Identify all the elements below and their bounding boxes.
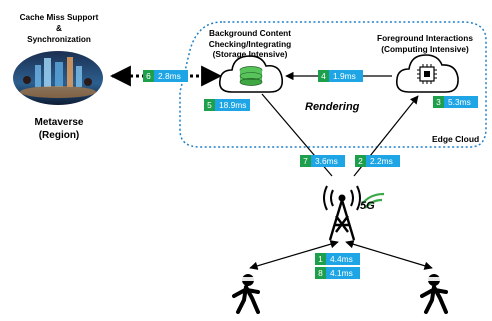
tower-icon [323, 185, 385, 241]
foreground-interactions-label: Foreground Interactions (Computing Inten… [377, 33, 473, 54]
cloud-chip-icon [395, 54, 459, 93]
rendering-label: Rendering [305, 101, 360, 113]
user-vr-icon [232, 274, 260, 314]
edge-cloud-boundary [179, 21, 487, 148]
tower-to-left-user-arrow [249, 240, 339, 270]
tower-to-right-user-arrow [345, 240, 433, 270]
background-content-label: Background Content Checking/Integrating … [208, 28, 292, 59]
metaverse-label: Metaverse (Region) [34, 117, 84, 141]
cache-miss-label: Cache Miss Support & Synchronization [19, 13, 99, 44]
cloud-storage-icon [218, 55, 284, 93]
5g-label: 5G [360, 200, 375, 212]
metaverse-city-icon [13, 51, 103, 105]
user-vr-icon [420, 274, 448, 314]
edge-cloud-label: Edge Cloud [432, 134, 480, 144]
